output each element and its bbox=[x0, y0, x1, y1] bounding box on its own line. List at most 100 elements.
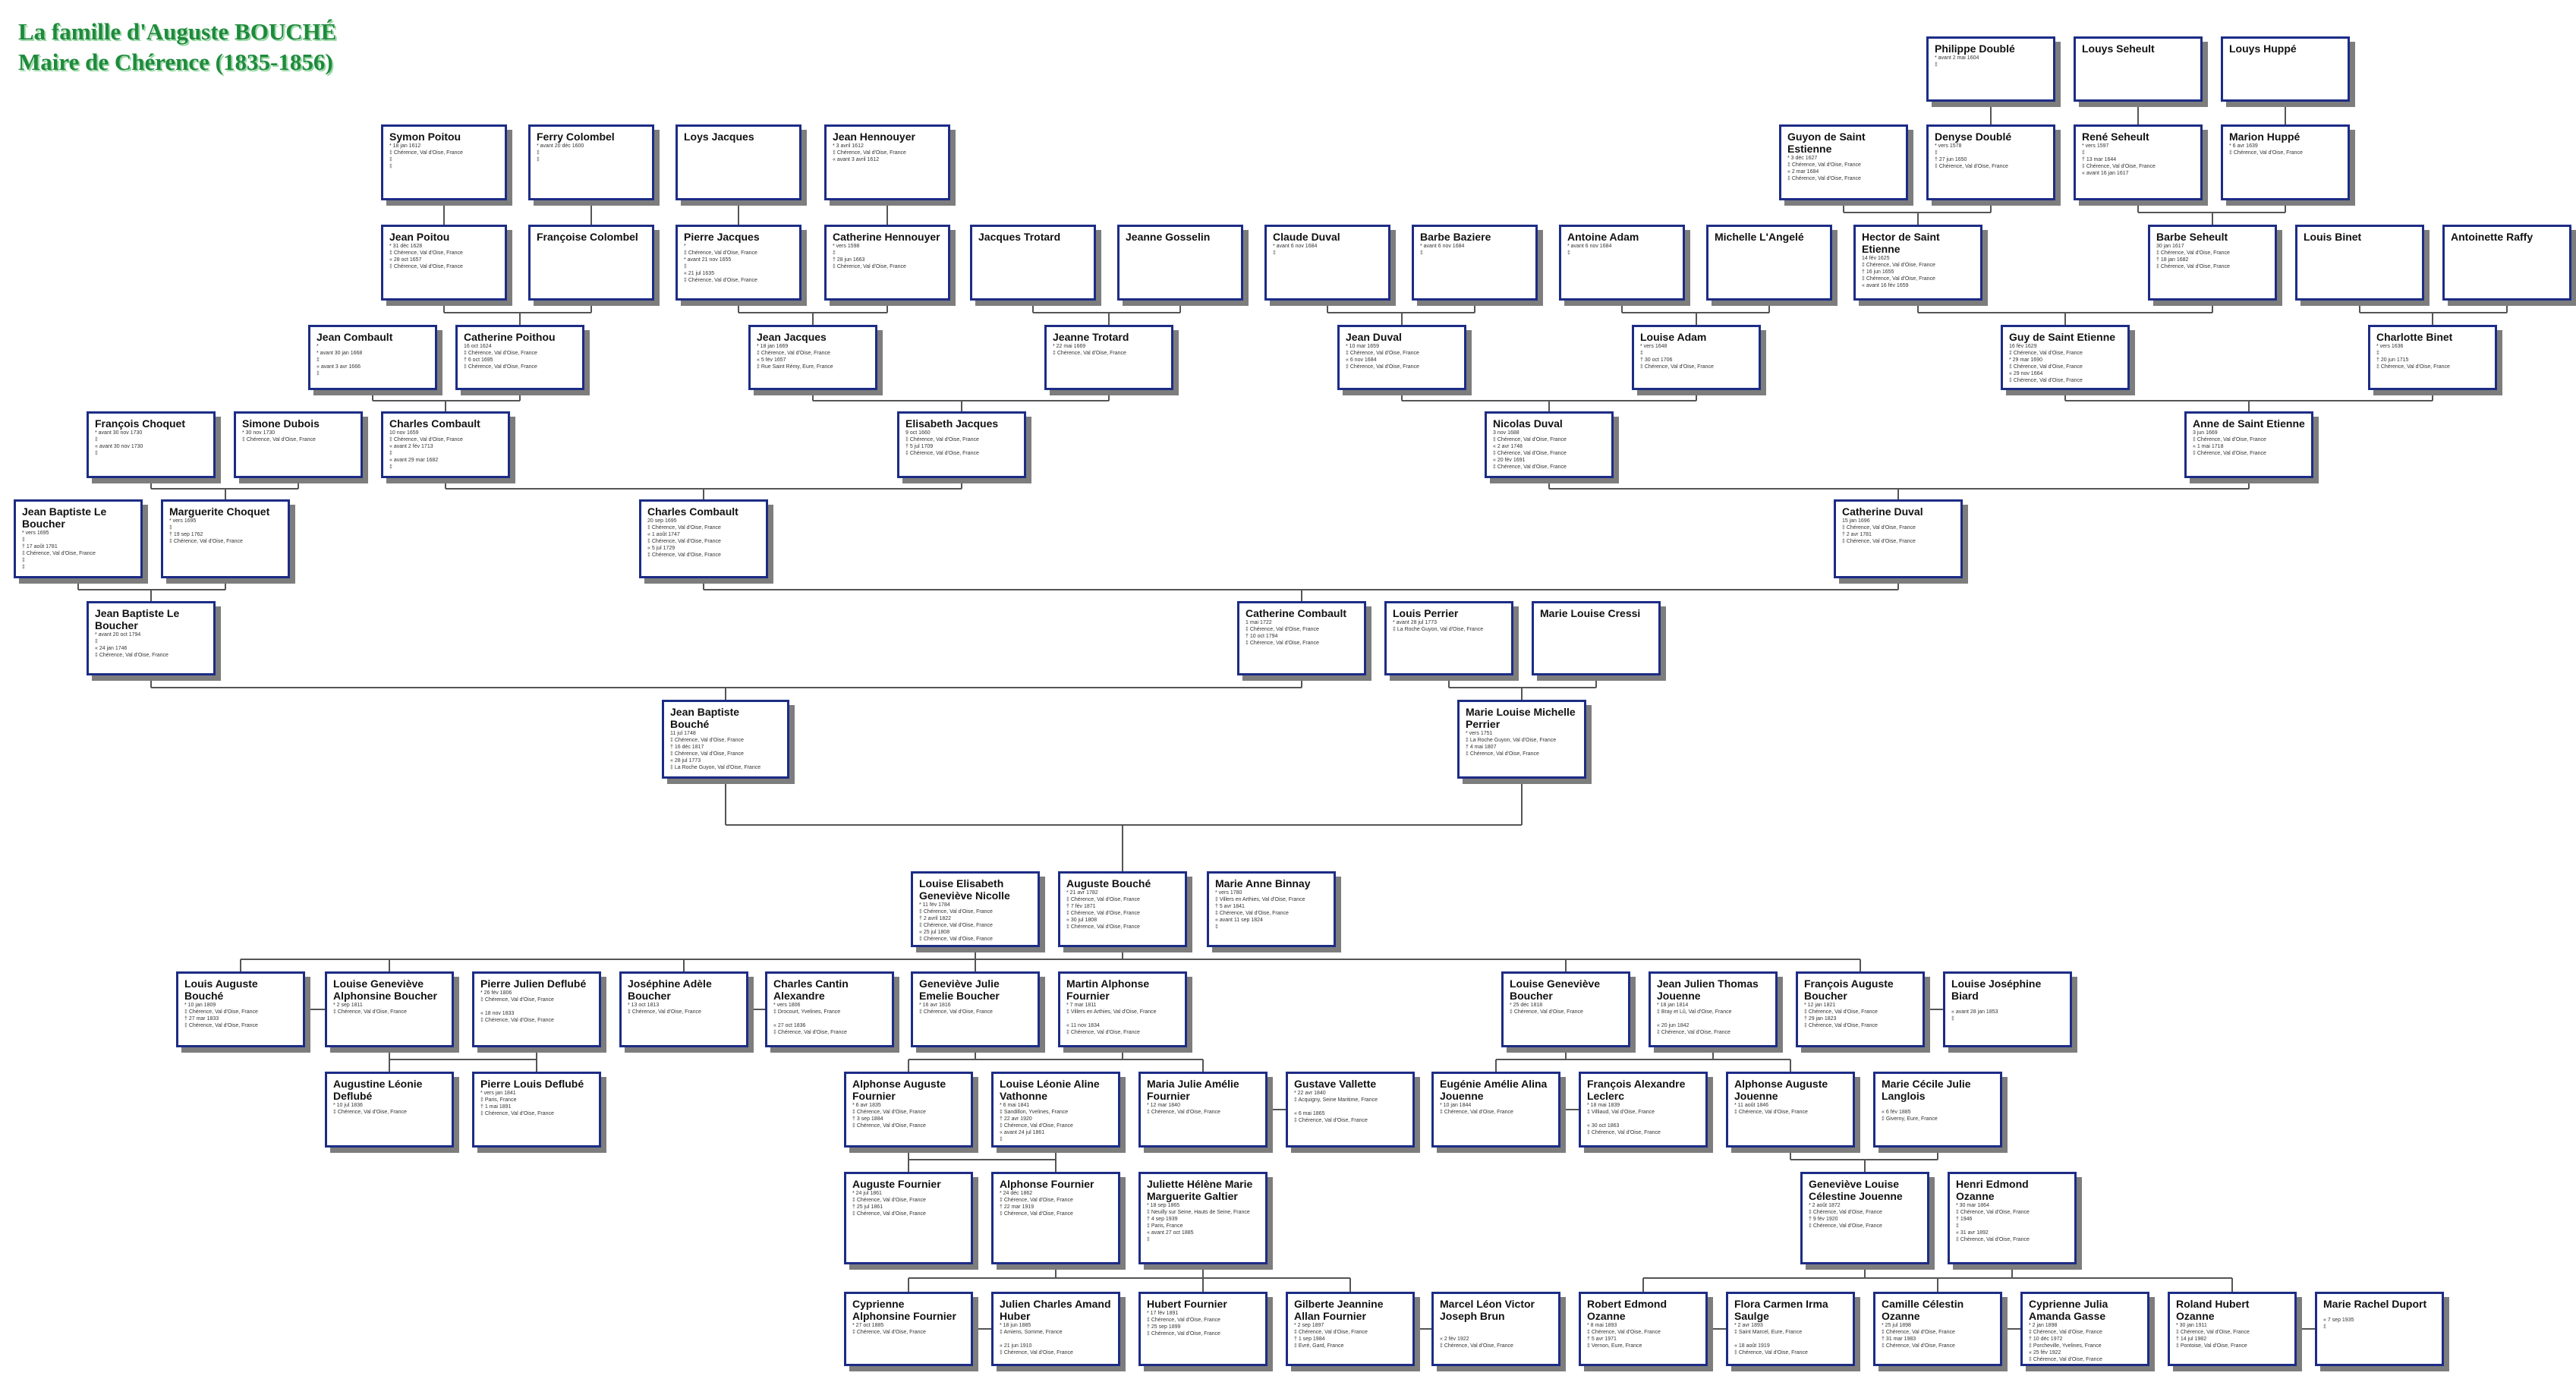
person-card-trotard_ja[interactable]: Jacques Trotard bbox=[970, 225, 1096, 301]
person-name: Louis Perrier bbox=[1393, 607, 1459, 619]
person-event: ‡ Chérence, Val d'Oise, France bbox=[1346, 351, 1419, 356]
person-card-duval_je[interactable]: Jean Duval* 10 mar 1659‡ Chérence, Val d… bbox=[1337, 325, 1466, 390]
person-card-leboucher_jb1[interactable]: Jean Baptiste Le Boucher* vers 1695‡† 17… bbox=[14, 499, 143, 578]
person-card-bouche_la[interactable]: Louis Auguste Bouché* 10 jan 1809‡ Chére… bbox=[176, 971, 305, 1047]
person-card-ozanne_cc[interactable]: Camille Célestin Ozanne* 25 jul 1898‡ Ch… bbox=[1873, 1292, 2002, 1366]
person-event: † 25 jul 1861 bbox=[852, 1204, 883, 1210]
person-card-poitou_je[interactable]: Jean Poitou* 31 déc 1628‡ Chérence, Val … bbox=[381, 225, 507, 301]
person-card-duport_mr[interactable]: Marie Rachel Duport « 7 sep 1935‡ bbox=[2315, 1292, 2444, 1366]
person-card-fournier_gaj[interactable]: Gilberte Jeannine Allan Fournier* 2 sep … bbox=[1286, 1292, 1415, 1366]
person-card-deflube_pj[interactable]: Pierre Julien Deflubé* 26 fév 1806‡ Chér… bbox=[472, 971, 601, 1047]
person-card-ozanne_re[interactable]: Robert Edmond Ozanne* 8 mai 1893‡ Chéren… bbox=[1579, 1292, 1708, 1366]
person-card-fournier_al[interactable]: Alphonse Fournier* 24 déc 1862‡ Chérence… bbox=[991, 1172, 1120, 1264]
person-card-huppe_lo[interactable]: Louys Huppé bbox=[2221, 36, 2350, 102]
person-card-adam_lo[interactable]: Louise Adam* vers 1648‡† 30 oct 1706‡ Ch… bbox=[1632, 325, 1761, 390]
person-card-doubte_ph[interactable]: Philippe Doublé* avant 2 mai 1604‡ bbox=[1926, 36, 2055, 102]
person-card-colombel_fr[interactable]: Françoise Colombel bbox=[528, 225, 654, 301]
person-card-nicolle_leg[interactable]: Louise Elisabeth Geneviève Nicolle* 11 f… bbox=[911, 871, 1040, 947]
person-card-seheult_re[interactable]: René Seheult* vers 1597‡† 13 mar 1644‡ C… bbox=[2074, 124, 2203, 200]
person-card-jacques_lo[interactable]: Loys Jacques bbox=[675, 124, 801, 200]
person-card-huber_jca[interactable]: Julien Charles Amand Huber* 18 jun 1885‡… bbox=[991, 1292, 1120, 1366]
person-card-ozanne_gl[interactable]: Geneviève Louise Célestine Jouenne* 2 ao… bbox=[1800, 1172, 1929, 1264]
person-card-gasse_cja[interactable]: Cyprienne Julia Amanda Gasse* 2 jan 1898… bbox=[2020, 1292, 2149, 1366]
person-card-gosselin_je[interactable]: Jeanne Gosselin bbox=[1117, 225, 1243, 301]
person-card-boucher_fa[interactable]: François Auguste Boucher* 12 jan 1821‡ C… bbox=[1796, 971, 1925, 1047]
person-card-doubte_de[interactable]: Denyse Doublé* vers 1578‡† 27 jun 1650‡ … bbox=[1926, 124, 2055, 200]
person-card-baziere_ba[interactable]: Barbe Baziere* avant 6 nov 1684‡ bbox=[1412, 225, 1538, 301]
person-card-deflube_pl[interactable]: Pierre Louis Deflubé* vers jan 1841‡ Par… bbox=[472, 1072, 601, 1148]
person-event: « 2 fév 1922 bbox=[1440, 1336, 1469, 1342]
person-card-langele_mi[interactable]: Michelle L'Angelé bbox=[1706, 225, 1832, 301]
person-card-fournier_mja[interactable]: Maria Julie Amélie Fournier* 12 mar 1840… bbox=[1138, 1072, 1268, 1148]
person-card-huppe_ma[interactable]: Marion Huppé* 6 avr 1639‡ Chérence, Val … bbox=[2221, 124, 2350, 200]
person-card-binet_lo[interactable]: Louis Binet bbox=[2295, 225, 2424, 301]
person-card-perrier_lo[interactable]: Louis Perrier* avant 28 jul 1773‡ La Roc… bbox=[1384, 601, 1513, 675]
person-card-fournier_aa[interactable]: Alphonse Auguste Fournier* 6 avr 1835‡ C… bbox=[844, 1072, 973, 1148]
person-card-ozanne_he[interactable]: Henri Edmond Ozanne* 30 mar 1864‡ Chéren… bbox=[1948, 1172, 2077, 1264]
person-card-jouenne_eaa[interactable]: Eugénie Amélie Alina Jouenne* 10 jan 184… bbox=[1431, 1072, 1560, 1148]
person-card-boucher_lgb[interactable]: Louise Geneviève Boucher* 25 déc 1818‡ C… bbox=[1501, 971, 1630, 1047]
person-card-ozanne_rh[interactable]: Roland Hubert Ozanne* 30 jan 1911‡ Chére… bbox=[2168, 1292, 2297, 1366]
person-card-hennouyer_je[interactable]: Jean Hennouyer* 3 avril 1612‡ Chérence, … bbox=[824, 124, 950, 200]
person-event: ‡ Chérence, Val d'Oise, France bbox=[852, 1211, 926, 1217]
person-card-cantin_ca[interactable]: Charles Cantin Alexandre* vers 1806‡ Dro… bbox=[765, 971, 894, 1047]
person-card-jouenne_jjt[interactable]: Jean Julien Thomas Jouenne* 18 jan 1814‡… bbox=[1649, 971, 1778, 1047]
person-card-trotard_je[interactable]: Jeanne Trotard* 22 mai 1669‡ Chérence, V… bbox=[1044, 325, 1173, 390]
person-card-bouche_au[interactable]: Auguste Bouché* 21 avr 1782‡ Chérence, V… bbox=[1058, 871, 1187, 947]
person-card-jacques_je[interactable]: Jean Jacques* 18 jan 1669‡ Chérence, Val… bbox=[748, 325, 877, 390]
person-card-hennouyer_ca[interactable]: Catherine Hennouyer* vers 1598‡† 28 jun … bbox=[824, 225, 950, 301]
person-card-perrier_mlm[interactable]: Marie Louise Michelle Perrier* vers 1751… bbox=[1457, 700, 1586, 779]
person-card-leclerc_fa[interactable]: François Alexandre Leclerc* 18 mai 1839‡… bbox=[1579, 1072, 1708, 1148]
person-event: ‡ bbox=[22, 565, 25, 570]
person-event: ‡ Acquigny, Seine Maritime, France bbox=[1294, 1097, 1378, 1103]
person-card-poitou_sy[interactable]: Symon Poitou* 18 jan 1612‡ Chérence, Val… bbox=[381, 124, 507, 200]
person-card-jacques_pi[interactable]: Pierre Jacques*‡ Chérence, Val d'Oise, F… bbox=[675, 225, 801, 301]
person-card-raffy_an[interactable]: Antoinette Raffy bbox=[2442, 225, 2571, 301]
person-card-biard_lj[interactable]: Louise Joséphine Biard « avant 28 jan 18… bbox=[1943, 971, 2072, 1047]
person-card-seheult_lo[interactable]: Louys Seheult bbox=[2074, 36, 2203, 102]
person-name: Louis Auguste Bouché bbox=[184, 978, 258, 1002]
person-card-colombel_fe[interactable]: Ferry Colombel* avant 20 déc 1600‡‡ bbox=[528, 124, 654, 200]
person-card-fournier_ma[interactable]: Martin Alphonse Fournier* 7 mar 1811‡ Vi… bbox=[1058, 971, 1187, 1047]
person-card-vathonne_lla[interactable]: Louise Léonie Aline Vathonne* 6 mai 1841… bbox=[991, 1072, 1120, 1148]
person-card-galtier_jhm[interactable]: Juliette Hélène Marie Marguerite Galtier… bbox=[1138, 1172, 1268, 1264]
person-event: ‡ bbox=[389, 157, 392, 162]
person-card-bouche_lga[interactable]: Louise Geneviève Alphonsine Boucher* 2 s… bbox=[325, 971, 454, 1047]
person-card-choquet_ma[interactable]: Marguerite Choquet* vers 1695‡† 19 sep 1… bbox=[161, 499, 290, 578]
person-card-jouenne_aa[interactable]: Alphonse Auguste Jouenne* 11 août 1846‡ … bbox=[1726, 1072, 1855, 1148]
person-card-dubois_si[interactable]: Simone Dubois* 30 nov 1730‡ Chérence, Va… bbox=[234, 411, 363, 478]
person-card-saulge_fci[interactable]: Flora Carmen Irma Saulge* 2 avr 1893‡ Sa… bbox=[1726, 1292, 1855, 1366]
person-card-fournier_au[interactable]: Auguste Fournier* 24 jul 1861‡ Chérence,… bbox=[844, 1172, 973, 1264]
person-card-combault_je[interactable]: Jean Combault** avant 30 jan 1668‡« avan… bbox=[308, 325, 437, 390]
person-card-boucher_ja[interactable]: Joséphine Adèle Boucher* 13 oct 1813‡ Ch… bbox=[619, 971, 748, 1047]
person-event: * vers 1751 bbox=[1466, 731, 1493, 736]
person-card-guyon[interactable]: Guyon de Saint Estienne* 3 déc 1627‡ Ché… bbox=[1779, 124, 1908, 200]
person-event: * 11 fév 1784 bbox=[919, 902, 950, 908]
person-card-choquet_fr[interactable]: François Choquet* avant 30 nov 1730‡« av… bbox=[87, 411, 216, 478]
person-card-langlois_mcj[interactable]: Marie Cécile Julie Langlois « 6 fév 1885… bbox=[1873, 1072, 2002, 1148]
person-card-binet_ch[interactable]: Charlotte Binet* vers 1636‡† 20 jun 1715… bbox=[2368, 325, 2497, 390]
person-card-fournier_hu[interactable]: Hubert Fournier* 17 fév 1891‡ Chérence, … bbox=[1138, 1292, 1268, 1366]
person-card-brun_mlv[interactable]: Marcel Léon Victor Joseph Brun « 2 fév 1… bbox=[1431, 1292, 1560, 1366]
person-card-vallette_gu[interactable]: Gustave Vallette* 22 avr 1840‡ Acquigny,… bbox=[1286, 1072, 1415, 1148]
person-card-deflube_al[interactable]: Augustine Léonie Deflubé* 10 jul 1836‡ C… bbox=[325, 1072, 454, 1148]
person-card-binnay_ma[interactable]: Marie Anne Binnay* vers 1780‡ Villers en… bbox=[1207, 871, 1336, 947]
person-card-boucher_gje[interactable]: Geneviève Julie Emelie Boucher* 16 avr 1… bbox=[911, 971, 1040, 1047]
person-card-adam_an[interactable]: Antoine Adam* avant 6 nov 1684‡ bbox=[1559, 225, 1685, 301]
person-card-duval_cl[interactable]: Claude Duval* avant 6 nov 1684‡ bbox=[1264, 225, 1390, 301]
person-card-cressi_ml[interactable]: Marie Louise Cressi bbox=[1532, 601, 1661, 675]
person-card-leboucher_jb2[interactable]: Jean Baptiste Le Boucher* avant 20 oct 1… bbox=[87, 601, 216, 675]
person-card-fournier_ca[interactable]: Cyprienne Alphonsine Fournier* 27 oct 18… bbox=[844, 1292, 973, 1366]
